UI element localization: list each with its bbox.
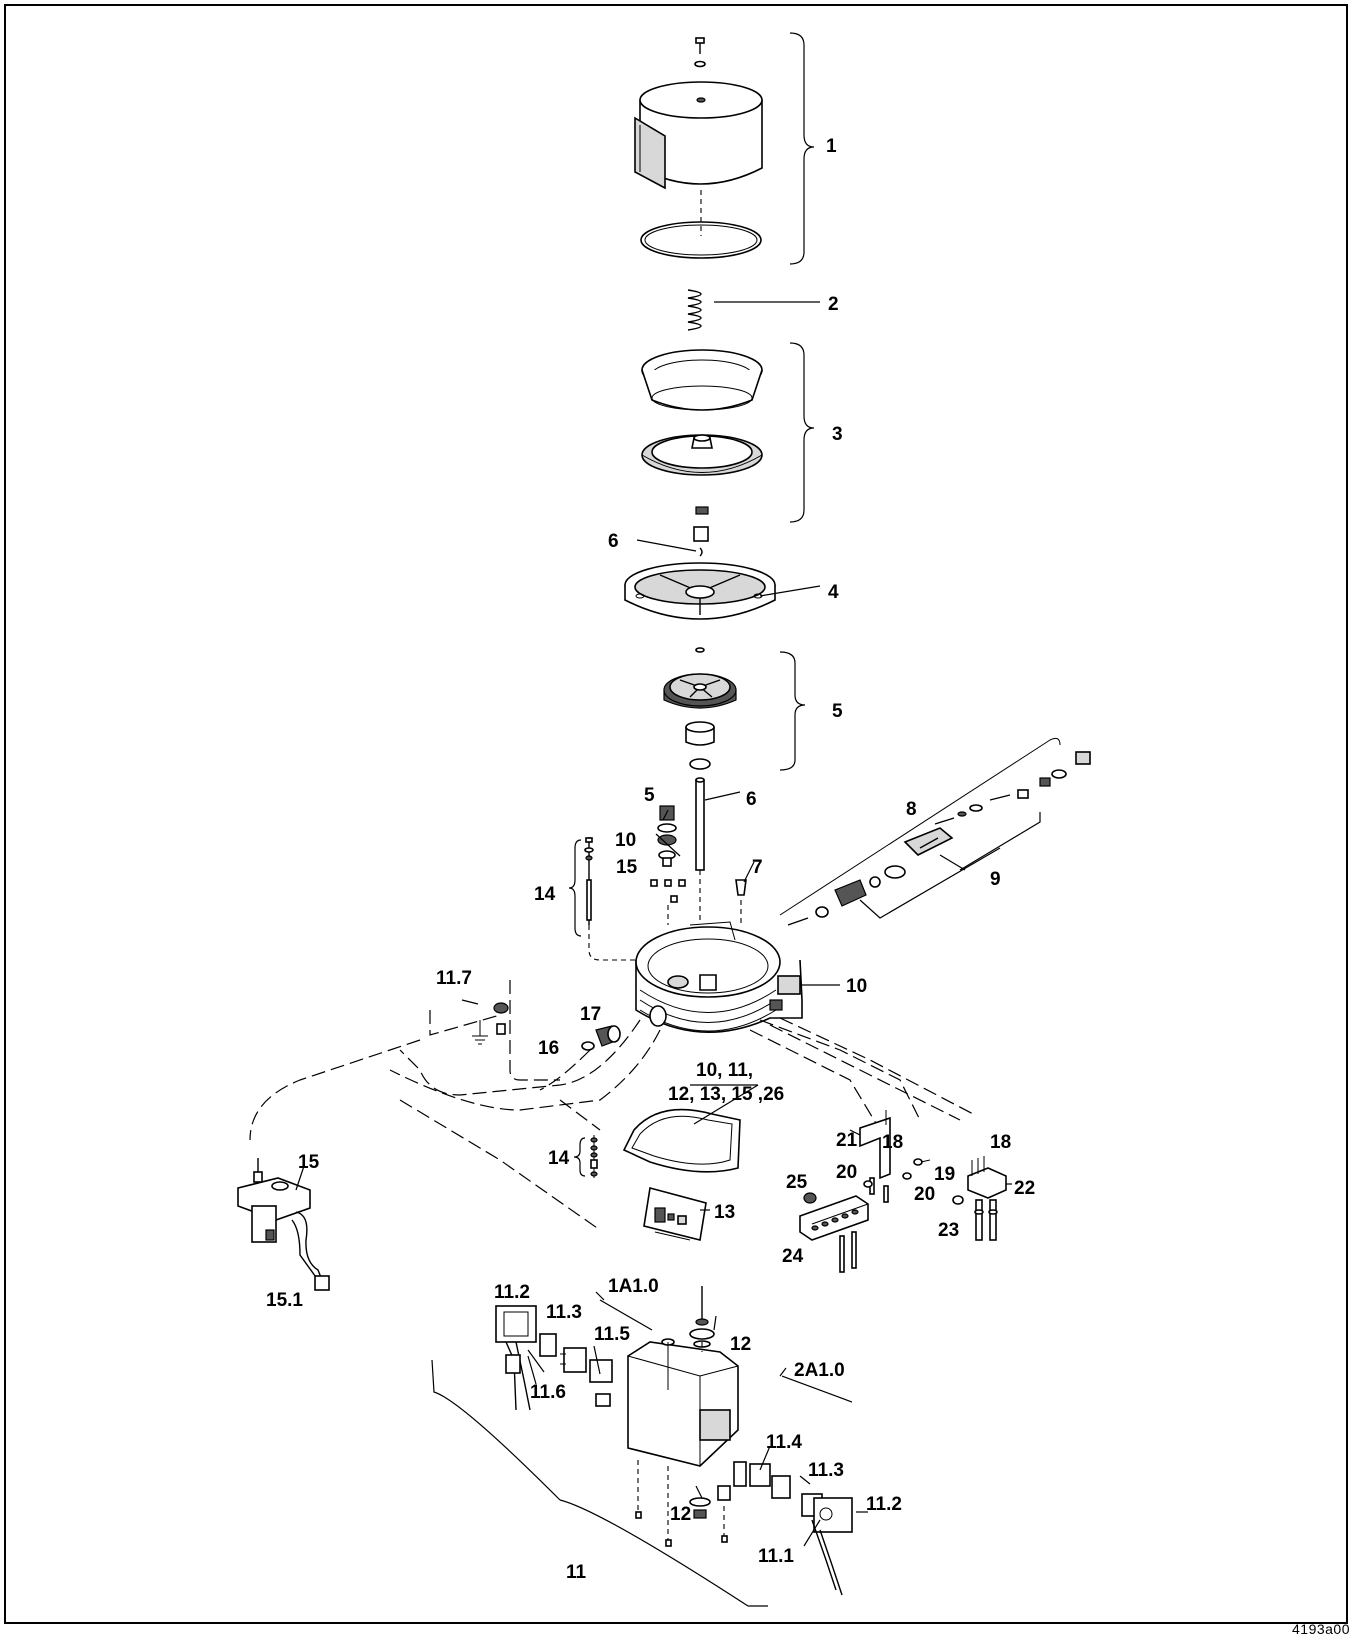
callout-6-top: 6 bbox=[608, 531, 619, 552]
screws-11 bbox=[635, 1460, 728, 1547]
spring-part bbox=[687, 289, 702, 331]
callout-11-2-left: 11.2 bbox=[494, 1282, 530, 1303]
callout-19: 19 bbox=[934, 1164, 955, 1185]
pin-14-upper bbox=[584, 837, 594, 925]
pump-element bbox=[787, 751, 1091, 926]
grommet-12 bbox=[689, 1286, 715, 1519]
callout-13: 13 bbox=[714, 1202, 735, 1223]
callout-22: 22 bbox=[1014, 1178, 1035, 1199]
callout-21: 21 bbox=[836, 1130, 858, 1151]
drive-shaft bbox=[695, 777, 705, 920]
piston-nut bbox=[693, 506, 709, 557]
connector-17 bbox=[595, 1025, 621, 1047]
callout-20-left: 20 bbox=[836, 1162, 857, 1183]
callout-14-upper: 14 bbox=[534, 884, 556, 905]
solenoid-connector-1a1 bbox=[495, 1305, 613, 1411]
solenoid-connector-2a1 bbox=[717, 1461, 853, 1596]
circuit-board bbox=[643, 1186, 707, 1241]
pin-14-lower bbox=[590, 1135, 598, 1178]
callout-23: 23 bbox=[938, 1220, 959, 1241]
callout-12-lower: 12 bbox=[670, 1504, 691, 1525]
callout-2a1: 2A1.0 bbox=[794, 1360, 845, 1381]
bracket-5 bbox=[779, 651, 806, 771]
piston-cup bbox=[641, 349, 763, 411]
vent-plug bbox=[735, 879, 747, 925]
fitting-25 bbox=[803, 1192, 817, 1204]
callout-11-7: 11.7 bbox=[436, 968, 472, 989]
callout-20-right: 20 bbox=[914, 1184, 935, 1205]
callout-gasket-line2: 12, 13, 15 ,26 bbox=[668, 1084, 784, 1105]
terminal-block-24 bbox=[799, 1195, 869, 1273]
callout-24: 24 bbox=[782, 1246, 804, 1267]
callout-11-2-right: 11.2 bbox=[866, 1494, 902, 1515]
drive-gear bbox=[663, 647, 737, 709]
callout-labels: 1 2 3 4 5 6 5 6 7 8 9 10 15 14 10 11.7 1… bbox=[266, 136, 1035, 1583]
callout-15-upper: 15 bbox=[616, 857, 638, 878]
drawing-reference: 4193a00 bbox=[1292, 1621, 1350, 1637]
callout-3: 3 bbox=[832, 424, 843, 445]
washer-20 bbox=[863, 1172, 912, 1188]
bracket-21 bbox=[859, 1110, 891, 1203]
junction-box bbox=[627, 1338, 739, 1467]
callout-1: 1 bbox=[826, 136, 837, 157]
callout-11-6: 11.6 bbox=[530, 1382, 566, 1403]
callout-5-pinion: 5 bbox=[644, 785, 655, 806]
fitting-19 bbox=[913, 1158, 931, 1166]
bracket-3 bbox=[789, 342, 815, 523]
drawing-frame bbox=[4, 4, 1348, 1624]
housing-gasket bbox=[622, 1108, 741, 1173]
callout-6-shaft: 6 bbox=[746, 789, 757, 810]
callout-7: 7 bbox=[752, 857, 763, 878]
cover-part bbox=[634, 37, 763, 190]
callout-18-right: 18 bbox=[990, 1132, 1011, 1153]
callout-14-lower: 14 bbox=[548, 1148, 570, 1169]
solenoid-15 bbox=[237, 1158, 330, 1291]
callout-5-gear: 5 bbox=[832, 701, 843, 722]
gear-bushing bbox=[685, 721, 715, 770]
callout-11-3-right: 11.3 bbox=[808, 1460, 844, 1481]
piston-plate bbox=[641, 434, 763, 476]
callout-11-5: 11.5 bbox=[594, 1324, 630, 1345]
callout-11-1: 11.1 bbox=[758, 1546, 794, 1567]
callout-10-housing: 10 bbox=[846, 976, 867, 997]
callout-25: 25 bbox=[786, 1172, 808, 1193]
fitting-23 bbox=[952, 1195, 964, 1205]
fitting-16 bbox=[581, 1041, 595, 1051]
callout-1a1: 1A1.0 bbox=[608, 1276, 659, 1297]
callout-9: 9 bbox=[990, 869, 1001, 890]
callout-11-3-left: 11.3 bbox=[546, 1302, 582, 1323]
callout-10-upper: 10 bbox=[615, 830, 636, 851]
callout-17: 17 bbox=[580, 1004, 601, 1025]
callout-gasket-line1: 10, 11, bbox=[696, 1060, 753, 1081]
callout-18-left: 18 bbox=[882, 1132, 903, 1153]
valve-block-22 bbox=[967, 1156, 1007, 1241]
ground-terminal bbox=[461, 999, 509, 1045]
follower-plate bbox=[624, 562, 776, 620]
pinion-stack bbox=[650, 805, 686, 925]
callout-12-upper: 12 bbox=[730, 1334, 751, 1355]
callout-4: 4 bbox=[828, 582, 839, 603]
bracket-14a bbox=[568, 839, 582, 937]
callout-2: 2 bbox=[828, 294, 839, 315]
callout-16: 16 bbox=[538, 1038, 559, 1059]
callout-8: 8 bbox=[906, 799, 917, 820]
main-housing bbox=[635, 921, 803, 1034]
callout-15-1: 15.1 bbox=[266, 1290, 303, 1311]
bracket-1 bbox=[789, 32, 815, 265]
callout-15-solenoid: 15 bbox=[298, 1152, 320, 1173]
callout-11-4: 11.4 bbox=[766, 1432, 802, 1453]
callout-11: 11 bbox=[566, 1562, 587, 1583]
